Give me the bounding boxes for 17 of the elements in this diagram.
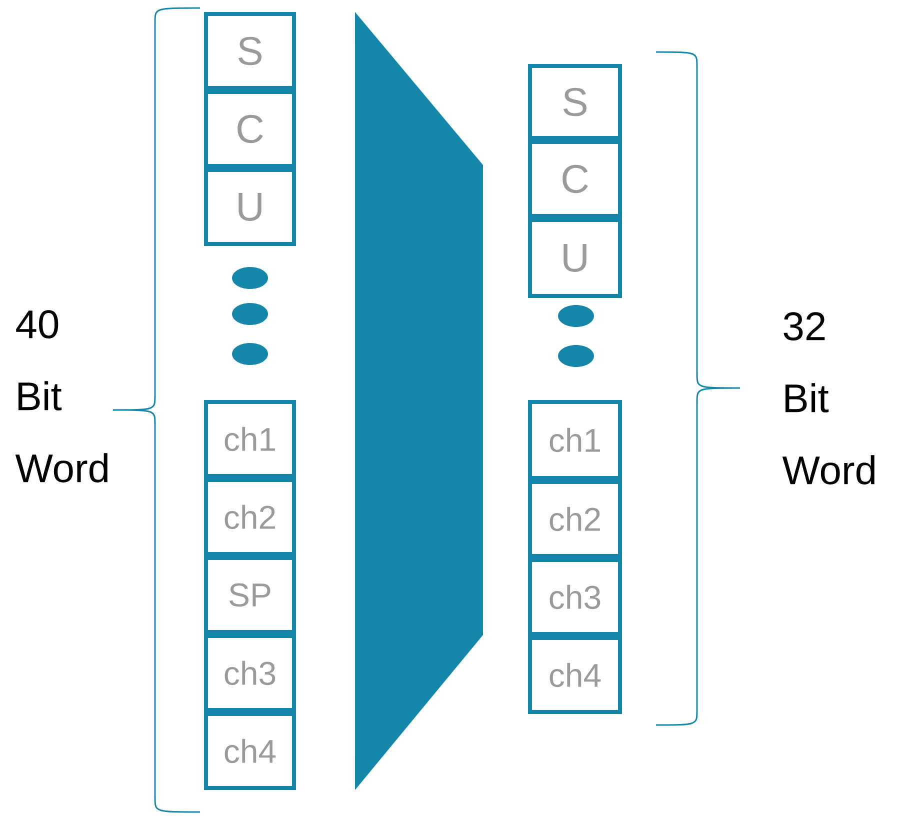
letter-box: C xyxy=(528,140,622,218)
letter-box: ch4 xyxy=(528,636,622,714)
letter-box: ch1 xyxy=(204,400,296,478)
letter-box: U xyxy=(204,168,296,246)
letter-box: ch4 xyxy=(204,712,296,790)
letter-box: U xyxy=(528,218,622,298)
letter-box: ch2 xyxy=(528,480,622,558)
bit-width-label: 40 Bit Word xyxy=(15,310,108,482)
letter-box: ch3 xyxy=(528,558,622,636)
letter-box: S xyxy=(204,12,296,90)
letter-box: ch1 xyxy=(528,400,622,480)
letter-box: SP xyxy=(204,556,296,634)
bit-width-label: 32 Bit Word xyxy=(782,312,874,484)
letter-box: C xyxy=(204,90,296,168)
letter-box: ch2 xyxy=(204,478,296,556)
letter-box: ch3 xyxy=(204,634,296,712)
letter-box: S xyxy=(528,64,622,140)
